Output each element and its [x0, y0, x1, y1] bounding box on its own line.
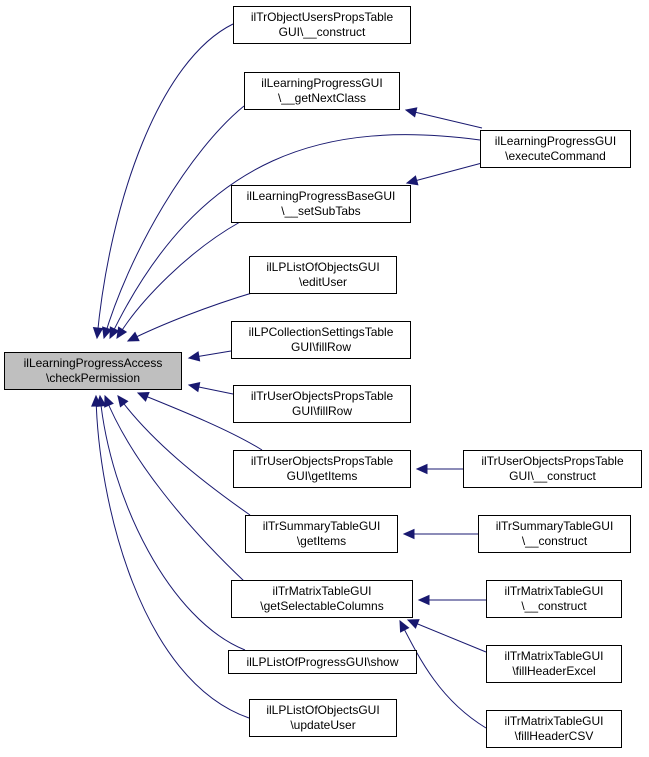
caller-node[interactable]: ilLearningProgressBaseGUI\__setSubTabs — [231, 185, 411, 223]
node-label-line: ilTrMatrixTableGUI — [272, 584, 372, 598]
edge-n10-to-root — [117, 395, 251, 516]
node-label-line: \fillHeaderCSV — [514, 729, 594, 743]
node-label-line: \executeCommand — [505, 149, 606, 163]
node-label-line: \checkPermission — [45, 371, 141, 385]
edge-n13-to-n12-arrowhead — [417, 594, 430, 606]
node-label-line: ilLearningProgressAccess — [23, 356, 163, 370]
edge-n17-to-root — [95, 395, 250, 719]
edge-n1-to-root-arrowhead — [92, 327, 104, 340]
node-label-line: \fillHeaderExcel — [512, 664, 596, 678]
edge-n6-to-root-arrowhead — [187, 351, 201, 362]
node-label-line: ilLPCollectionSettingsTable — [248, 325, 394, 339]
node-label-line: \__getNextClass — [277, 91, 367, 105]
caller-node[interactable]: ilTrMatrixTableGUI\getSelectableColumns — [231, 580, 413, 618]
edge-n11-to-n10-arrowhead — [402, 528, 415, 540]
edge-n4-to-root-arrowhead — [116, 326, 128, 340]
node-label-line: GUI\getItems — [286, 469, 358, 483]
node-label-line: \updateUser — [290, 718, 356, 732]
edge-n3-to-root-arrowhead — [109, 326, 120, 340]
edge-n4-to-root — [116, 221, 241, 339]
edge-n2-to-root-arrowhead — [102, 326, 113, 340]
edge-n5-to-root — [127, 289, 263, 342]
node-label-line: ilTrSummaryTableGUI — [495, 519, 614, 533]
node-label-line: ilTrSummaryTableGUI — [262, 519, 381, 533]
edge-n15-to-n12-arrowhead — [399, 619, 410, 633]
caller-node[interactable]: ilTrMatrixTableGUI\__construct — [486, 580, 622, 618]
edge-n3-to-root — [109, 134, 481, 339]
node-label-line: GUI\fillRow — [290, 340, 351, 354]
edge-n3-to-n2 — [405, 109, 483, 129]
edge-n14-to-n12-arrowhead — [406, 619, 420, 629]
edge-n3-to-n4 — [406, 162, 483, 184]
node-label-line: \getItems — [296, 534, 347, 548]
edge-n2-to-root — [103, 105, 245, 339]
caller-node[interactable]: ilTrSummaryTableGUI\getItems — [245, 515, 398, 553]
caller-node[interactable]: ilTrMatrixTableGUI\fillHeaderExcel — [486, 645, 622, 683]
edge-n3-to-n2-arrowhead — [404, 107, 418, 118]
node-label-line: \__construct — [521, 599, 587, 613]
edge-n5-to-root-arrowhead — [126, 331, 140, 342]
edge-n16-to-root — [99, 395, 246, 651]
root-function-node: ilLearningProgressAccess\checkPermission — [4, 352, 182, 390]
node-label-line: ilTrMatrixTableGUI — [504, 584, 604, 598]
node-label-line: ilLPListOfProgressGUI\show — [246, 654, 399, 669]
edge-n8-to-root-arrowhead — [136, 392, 150, 402]
node-label-line: \editUser — [298, 275, 348, 289]
edge-n17-to-root-arrowhead — [91, 394, 102, 407]
edge-n3-to-n4-arrowhead — [405, 175, 419, 186]
edge-n12-to-root — [104, 395, 246, 583]
node-label-line: \__setSubTabs — [281, 204, 361, 218]
node-label-line: \__construct — [521, 534, 588, 548]
caller-node[interactable]: ilTrSummaryTableGUI\__construct — [478, 515, 631, 553]
edge-n12-to-root-arrowhead — [104, 394, 114, 408]
node-label-line: ilTrUserObjectsPropsTable — [250, 454, 394, 468]
caller-node[interactable]: ilLPListOfObjectsGUI\editUser — [249, 256, 397, 294]
node-label-line: \getSelectableColumns — [260, 599, 384, 613]
node-label-line: GUI\fillRow — [291, 404, 352, 418]
caller-node[interactable]: ilLPListOfObjectsGUI\updateUser — [249, 699, 397, 737]
node-label-line: ilLearningProgressGUI — [494, 134, 617, 148]
edge-n15-to-n12 — [399, 620, 487, 729]
node-label-line: ilLPListOfObjectsGUI — [266, 703, 380, 717]
node-label-line: ilTrObjectUsersPropsTable — [250, 10, 394, 24]
caller-node[interactable]: ilLearningProgressGUI\__getNextClass — [244, 72, 400, 110]
node-label-line: GUI\__construct — [509, 469, 596, 483]
node-label-line: ilTrMatrixTableGUI — [504, 714, 604, 728]
node-label-line: ilLPListOfObjectsGUI — [266, 260, 380, 274]
edge-n10-to-root-arrowhead — [117, 395, 129, 408]
node-label-line: ilTrUserObjectsPropsTable — [481, 454, 624, 468]
caller-node[interactable]: ilTrMatrixTableGUI\fillHeaderCSV — [486, 710, 622, 748]
node-label-line: ilLearningProgressBaseGUI — [246, 189, 396, 203]
node-label-line: ilTrMatrixTableGUI — [504, 649, 604, 663]
edge-n9-to-n8-arrowhead — [415, 463, 428, 475]
edge-n8-to-root — [137, 392, 263, 451]
edge-n1-to-root — [96, 23, 234, 339]
node-label-line: ilTrUserObjectsPropsTable — [250, 389, 394, 403]
node-label-line: ilLearningProgressGUI — [261, 76, 383, 90]
edge-n7-to-root-arrowhead — [187, 381, 201, 393]
caller-node[interactable]: ilLearningProgressGUI\executeCommand — [480, 130, 631, 168]
edge-n14-to-n12 — [407, 619, 487, 653]
caller-node[interactable]: ilLPListOfProgressGUI\show — [228, 650, 417, 674]
node-label-line: GUI\__construct — [278, 25, 366, 39]
